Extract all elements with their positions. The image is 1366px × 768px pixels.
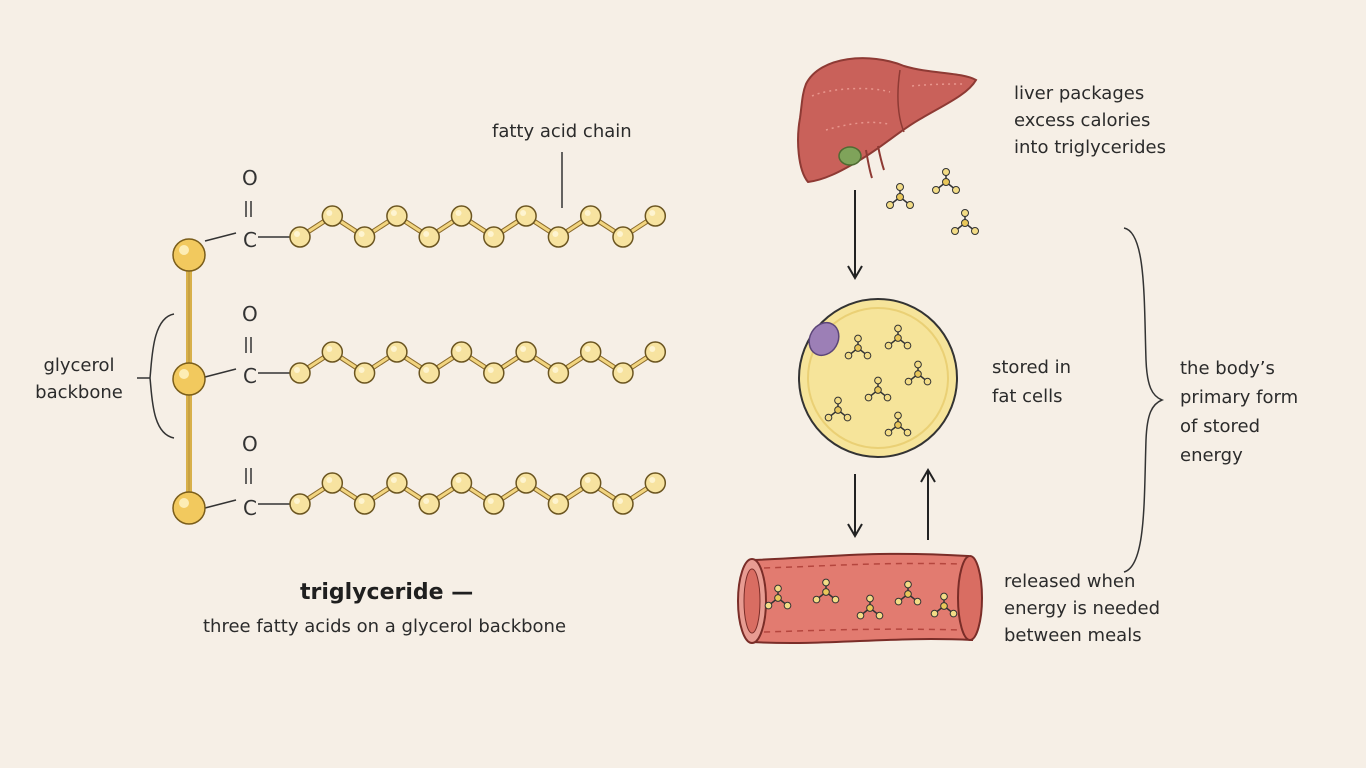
carbon-bead	[547, 493, 570, 515]
carbon-bead	[483, 362, 505, 384]
released-note-line-1: released when	[1004, 571, 1136, 592]
oxygen-label-3: O	[242, 432, 258, 456]
carbon-bead	[418, 226, 440, 248]
triglyceride-molecule-icon	[824, 396, 852, 422]
carbon-bead	[418, 362, 440, 384]
carbon-bead	[483, 493, 505, 515]
carbon-bead	[579, 341, 602, 363]
released-note: released when energy is needed between m…	[1004, 568, 1160, 649]
carbon-bead	[450, 472, 473, 494]
carbon-label-1: C	[243, 228, 257, 252]
carbon-bead	[289, 493, 311, 515]
carbon-bead	[515, 472, 537, 494]
triglyceride-molecule-icon	[884, 324, 912, 350]
fatty-acid-chain-2	[204, 337, 667, 384]
carbon-bead	[612, 362, 634, 384]
carbon-bead	[450, 341, 473, 363]
triglyceride-molecule-icon	[904, 360, 932, 386]
carbon-bead	[579, 472, 602, 494]
carbon-bead	[612, 226, 634, 248]
oxygen-label-1: O	[242, 166, 258, 190]
body-energy-note-line-3: of stored	[1180, 416, 1261, 437]
body-energy-note-line-1: the body’s	[1180, 358, 1275, 379]
carbon-bead	[353, 493, 376, 515]
body-energy-note-line-2: primary form	[1180, 387, 1299, 408]
released-note-line-3: between meals	[1004, 625, 1142, 646]
carbon-bead	[612, 493, 634, 515]
triglyceride-molecule-icon	[884, 411, 912, 437]
liver-note: liver packages excess calories into trig…	[1014, 80, 1166, 161]
triglyceride-molecule-icon	[932, 168, 960, 194]
glycerol-bead-3	[172, 491, 206, 525]
body-energy-note: the body’s primary form of stored energy	[1180, 354, 1298, 470]
carbon-bead	[321, 472, 344, 494]
triglyceride-molecule-icon	[864, 376, 892, 402]
carbon-bead	[515, 205, 537, 227]
released-note-line-2: energy is needed	[1004, 598, 1161, 619]
carbon-bead	[321, 205, 344, 227]
fat-cells-note-line-1: stored in	[992, 357, 1072, 378]
carbon-bead	[644, 341, 667, 363]
liver-note-line-2: excess calories	[1014, 110, 1151, 131]
carbon-bead	[289, 226, 311, 248]
triglyceride-molecule-icon	[886, 183, 914, 209]
carbon-label-2: C	[243, 364, 257, 388]
carbon-bead	[353, 362, 376, 384]
glycerol-bead-1	[172, 238, 206, 272]
arrow-liver-to-fat-cell	[847, 190, 863, 280]
fatty-acid-chain-1	[204, 201, 667, 248]
fatty-acid-chain-3	[204, 468, 667, 515]
body-energy-note-line-4: energy	[1180, 445, 1243, 466]
glycerol-backbone-label: glycerol backbone	[34, 352, 124, 406]
glycerol-bead-2	[172, 362, 206, 396]
triglyceride-molecule-icon	[856, 594, 884, 620]
carbon-bead	[386, 341, 408, 363]
arrow-vessel-to-fat-cell	[920, 468, 936, 540]
fat-cells-note-line-2: fat cells	[992, 386, 1063, 407]
carbon-bead	[386, 472, 408, 494]
triglyceride-molecule-icon	[764, 584, 792, 610]
triglyceride-molecule-icon	[844, 334, 872, 360]
nucleus-icon	[808, 321, 840, 357]
arrow-fat-cell-to-vessel	[847, 474, 863, 538]
triglyceride-molecule-icon	[951, 209, 979, 235]
carbon-bead	[515, 341, 537, 363]
carbon-bead	[418, 493, 440, 515]
liver-note-line-3: into triglycerides	[1014, 137, 1166, 158]
liver-note-line-1: liver packages	[1014, 83, 1145, 104]
blood-vessel-icon	[737, 552, 983, 644]
summary-brace	[1123, 227, 1165, 573]
gallbladder-icon	[838, 146, 862, 166]
carbon-bead	[547, 226, 570, 248]
carbon-bead	[289, 362, 311, 384]
diagram-subtitle: three fatty acids on a glycerol backbone	[203, 616, 567, 637]
carbon-bead	[579, 205, 602, 227]
carbon-label-3: C	[243, 496, 257, 520]
oxygen-label-2: O	[242, 302, 258, 326]
glycerol-bracket	[149, 313, 175, 439]
glycerol-backbone-line-2: backbone	[35, 382, 123, 403]
carbon-bead	[644, 205, 667, 227]
triglyceride-molecule-icon	[930, 592, 958, 618]
triglyceride-molecule-icon	[894, 580, 922, 606]
glycerol-backbone-line-1: glycerol	[43, 355, 115, 376]
carbon-bead	[386, 205, 408, 227]
carbon-bead	[321, 341, 344, 363]
carbon-bead	[353, 226, 376, 248]
carbon-bead	[644, 472, 667, 494]
fatty-acid-chain-label: fatty acid chain	[492, 121, 632, 142]
carbon-bead	[483, 226, 505, 248]
carbon-bead	[450, 205, 473, 227]
diagram-title: triglyceride —	[300, 580, 474, 605]
triglyceride-molecule-icon	[812, 578, 840, 604]
carbon-bead	[547, 362, 570, 384]
liver-icon	[797, 57, 978, 184]
fat-cells-note: stored in fat cells	[992, 353, 1071, 411]
